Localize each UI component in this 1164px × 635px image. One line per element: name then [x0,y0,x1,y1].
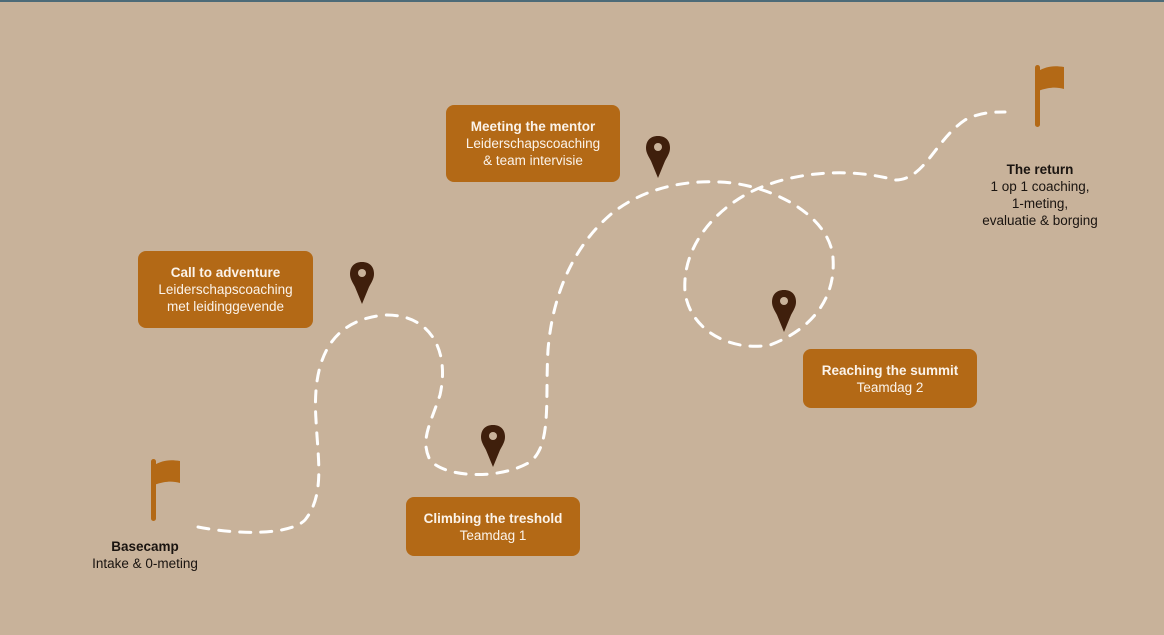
stage-detail: 1 op 1 coaching, [990,179,1090,194]
stage-detail: Leiderschapscoaching [465,136,601,151]
stage-detail: Leiderschapscoaching [158,282,293,297]
stage-title: The return [1006,162,1074,177]
stage-detail: evaluatie & borging [982,213,1098,228]
top-border [0,0,1164,2]
stage-detail: & team intervisie [483,153,583,168]
stage-detail: 1-meting, [1011,196,1069,211]
stage-basecamp: Basecamp Intake & 0-meting [75,538,215,572]
stage-title: Call to adventure [170,265,281,280]
stage-reaching-the-summit: Reaching the summit Teamdag 2 [803,349,977,408]
map-pin-icon [481,425,505,467]
stage-climbing-the-treshold: Climbing the treshold Teamdag 1 [406,497,580,556]
map-pin-icon [772,290,796,332]
stage-detail: Teamdag 2 [856,379,924,395]
flag-icon [151,459,180,521]
stage-call-to-adventure: Call to adventure Leiderschapscoaching m… [138,251,313,328]
stage-title: Reaching the summit [821,362,959,378]
stage-title: Basecamp [111,539,179,554]
stage-meeting-the-mentor: Meeting the mentor Leiderschapscoaching … [446,105,620,182]
map-pin-icon [350,262,374,304]
stage-detail: met leidinggevende [166,299,285,314]
stage-detail: Teamdag 1 [459,527,527,543]
stage-detail: Intake & 0-meting [92,556,198,571]
stage-title: Climbing the treshold [423,510,563,526]
flag-icon [1035,65,1064,127]
map-pin-icon [646,136,670,178]
stage-the-return: The return 1 op 1 coaching, 1-meting, ev… [965,161,1115,229]
stage-title: Meeting the mentor [470,119,596,134]
